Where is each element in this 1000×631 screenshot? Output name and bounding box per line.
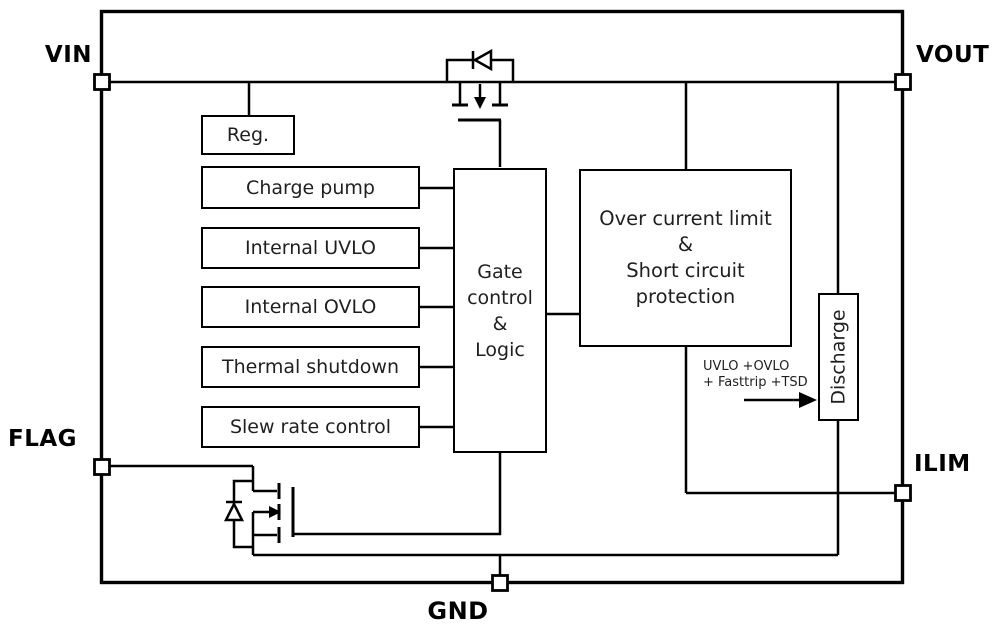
discharge-trigger-arrow-icon [744, 392, 817, 408]
ilim-pin [894, 484, 912, 502]
right-side-nets [253, 347, 897, 577]
block-label: Discharge [827, 309, 850, 405]
block-label: Reg. [226, 124, 270, 146]
block-internal-uvlo: Internal UVLO [201, 227, 420, 269]
diode-triangle-icon [472, 48, 493, 72]
block-label: Charge pump [246, 176, 375, 199]
block-connector-stubs [420, 186, 579, 429]
block-discharge: Discharge [818, 293, 859, 421]
flag-fet-symbol [109, 453, 502, 555]
block-label: Slew rate control [229, 416, 392, 438]
block-label: Gate control & Logic [467, 260, 533, 361]
gnd-pin [491, 574, 509, 592]
pin-label-flag: FLAG [8, 426, 78, 452]
block-regulator: Reg. [201, 115, 295, 155]
discharge-trigger-annotation: UVLO +OVLO + Fasttrip +TSD [703, 359, 808, 390]
block-charge-pump: Charge pump [201, 166, 420, 209]
block-internal-ovlo: Internal OVLO [201, 286, 420, 328]
pass-fet-body-diode [445, 48, 515, 82]
flag-fet-gate-wire [293, 453, 502, 536]
block-gate-control-logic: Gate control & Logic [453, 168, 547, 453]
block-slew-rate-control: Slew rate control [201, 406, 420, 448]
pass-fet-symbol [452, 82, 508, 167]
fet-body-arrow-icon [269, 506, 281, 518]
pin-label-ilim: ILIM [914, 451, 971, 477]
vout-pin [894, 73, 912, 91]
block-label: Internal OVLO [244, 296, 377, 318]
fet-body-arrow-icon [474, 97, 486, 109]
flag-pin [93, 458, 111, 476]
block-thermal-shutdown: Thermal shutdown [201, 346, 420, 388]
block-label: Thermal shutdown [222, 356, 399, 378]
vin-vout-rail [101, 80, 902, 294]
package-pins [93, 73, 912, 592]
diode-triangle-icon [223, 501, 245, 522]
pin-label-gnd: GND [427, 597, 489, 625]
vin-pin [93, 73, 111, 91]
pin-label-vout: VOUT [916, 42, 990, 68]
block-over-current-protection: Over current limit & Short circuit prote… [579, 169, 792, 347]
block-label: Internal UVLO [244, 237, 377, 259]
block-label: Over current limit & Short circuit prote… [599, 207, 772, 308]
pin-label-vin: VIN [44, 42, 92, 68]
